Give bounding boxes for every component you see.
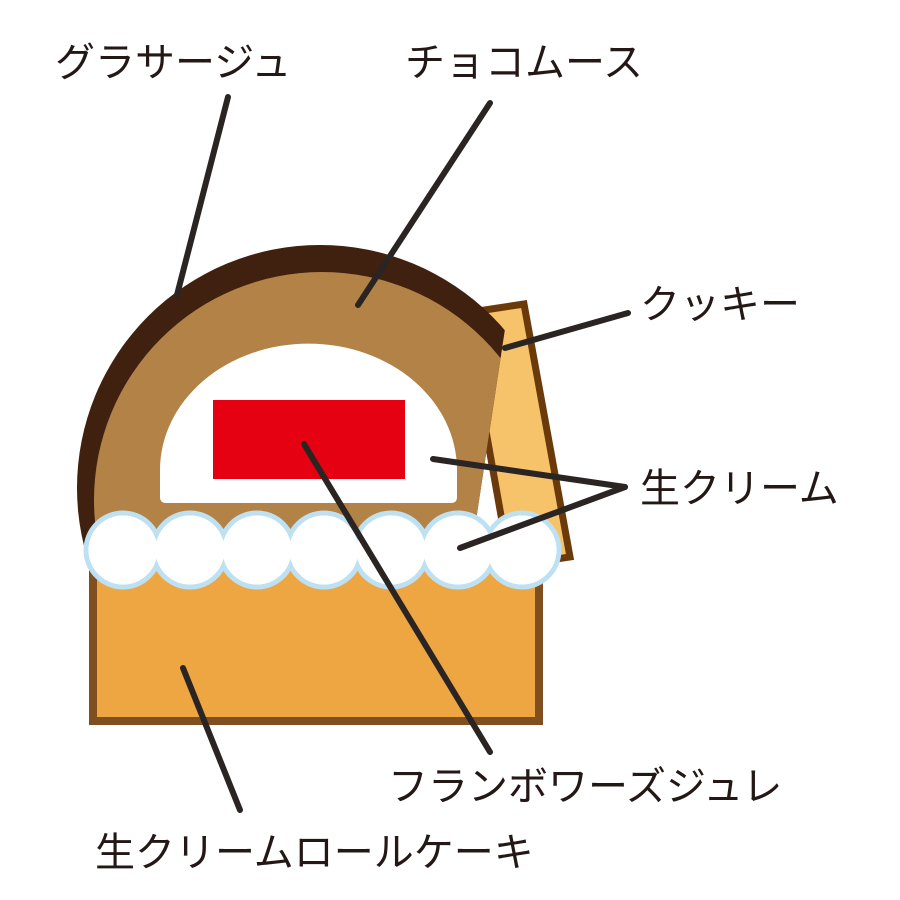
cream-dollop-fill [356, 515, 426, 585]
cream-dollop-fill [88, 515, 158, 585]
leader-choco-mousse [355, 100, 493, 308]
leader-cookie [502, 310, 631, 351]
leader-framboise [301, 441, 493, 755]
roll-cake-sponge [89, 561, 543, 725]
label-choco-mousse: チョコムース [405, 40, 643, 86]
label-cookie: クッキー [640, 282, 800, 328]
cream-dollop-fill [289, 515, 359, 585]
label-roll-cake: 生クリームロールケーキ [95, 830, 534, 876]
leader-cream-dollop [457, 484, 628, 551]
framboise-gelee [213, 400, 405, 479]
leader-cream-inner [430, 456, 628, 490]
label-glacage: グラサージュ [55, 40, 291, 86]
cream-dollop-fill [222, 515, 292, 585]
cream-dollop-fill [155, 515, 225, 585]
leader-glacage [174, 94, 231, 298]
label-fresh-cream: 生クリーム [640, 466, 839, 512]
label-framboise-gelee: フランボワーズジュレ [388, 764, 782, 810]
fresh-cream-dollops [83, 510, 562, 590]
leader-roll-cake [180, 665, 243, 813]
